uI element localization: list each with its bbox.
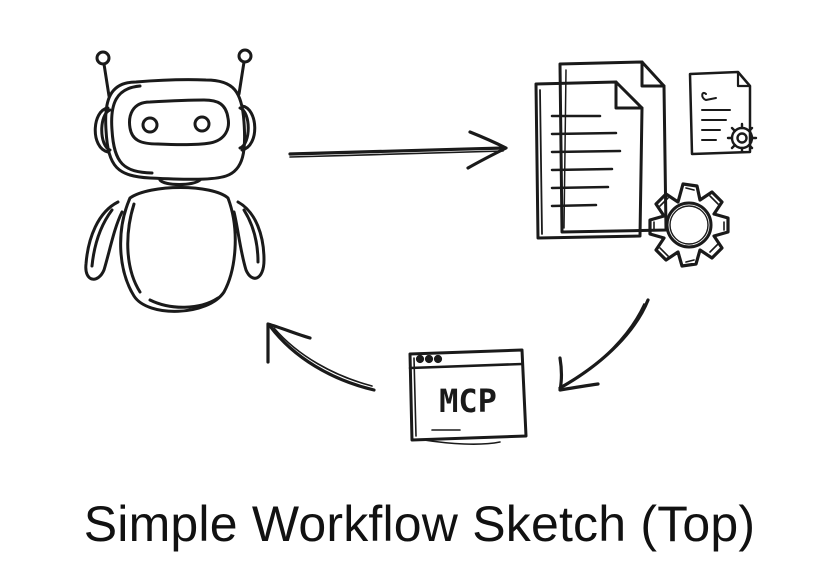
arrow-to-robot [266,322,376,392]
diagram-caption: Simple Workflow Sketch (Top) [83,496,756,552]
arrow-to-documents [288,130,508,170]
robot-icon [84,48,266,313]
documents-gear-icon [534,60,758,268]
workflow-diagram: MCP [84,48,758,445]
browser-window-icon [408,348,528,445]
mcp-label: MCP [439,382,497,420]
arrow-to-mcp [558,298,650,392]
